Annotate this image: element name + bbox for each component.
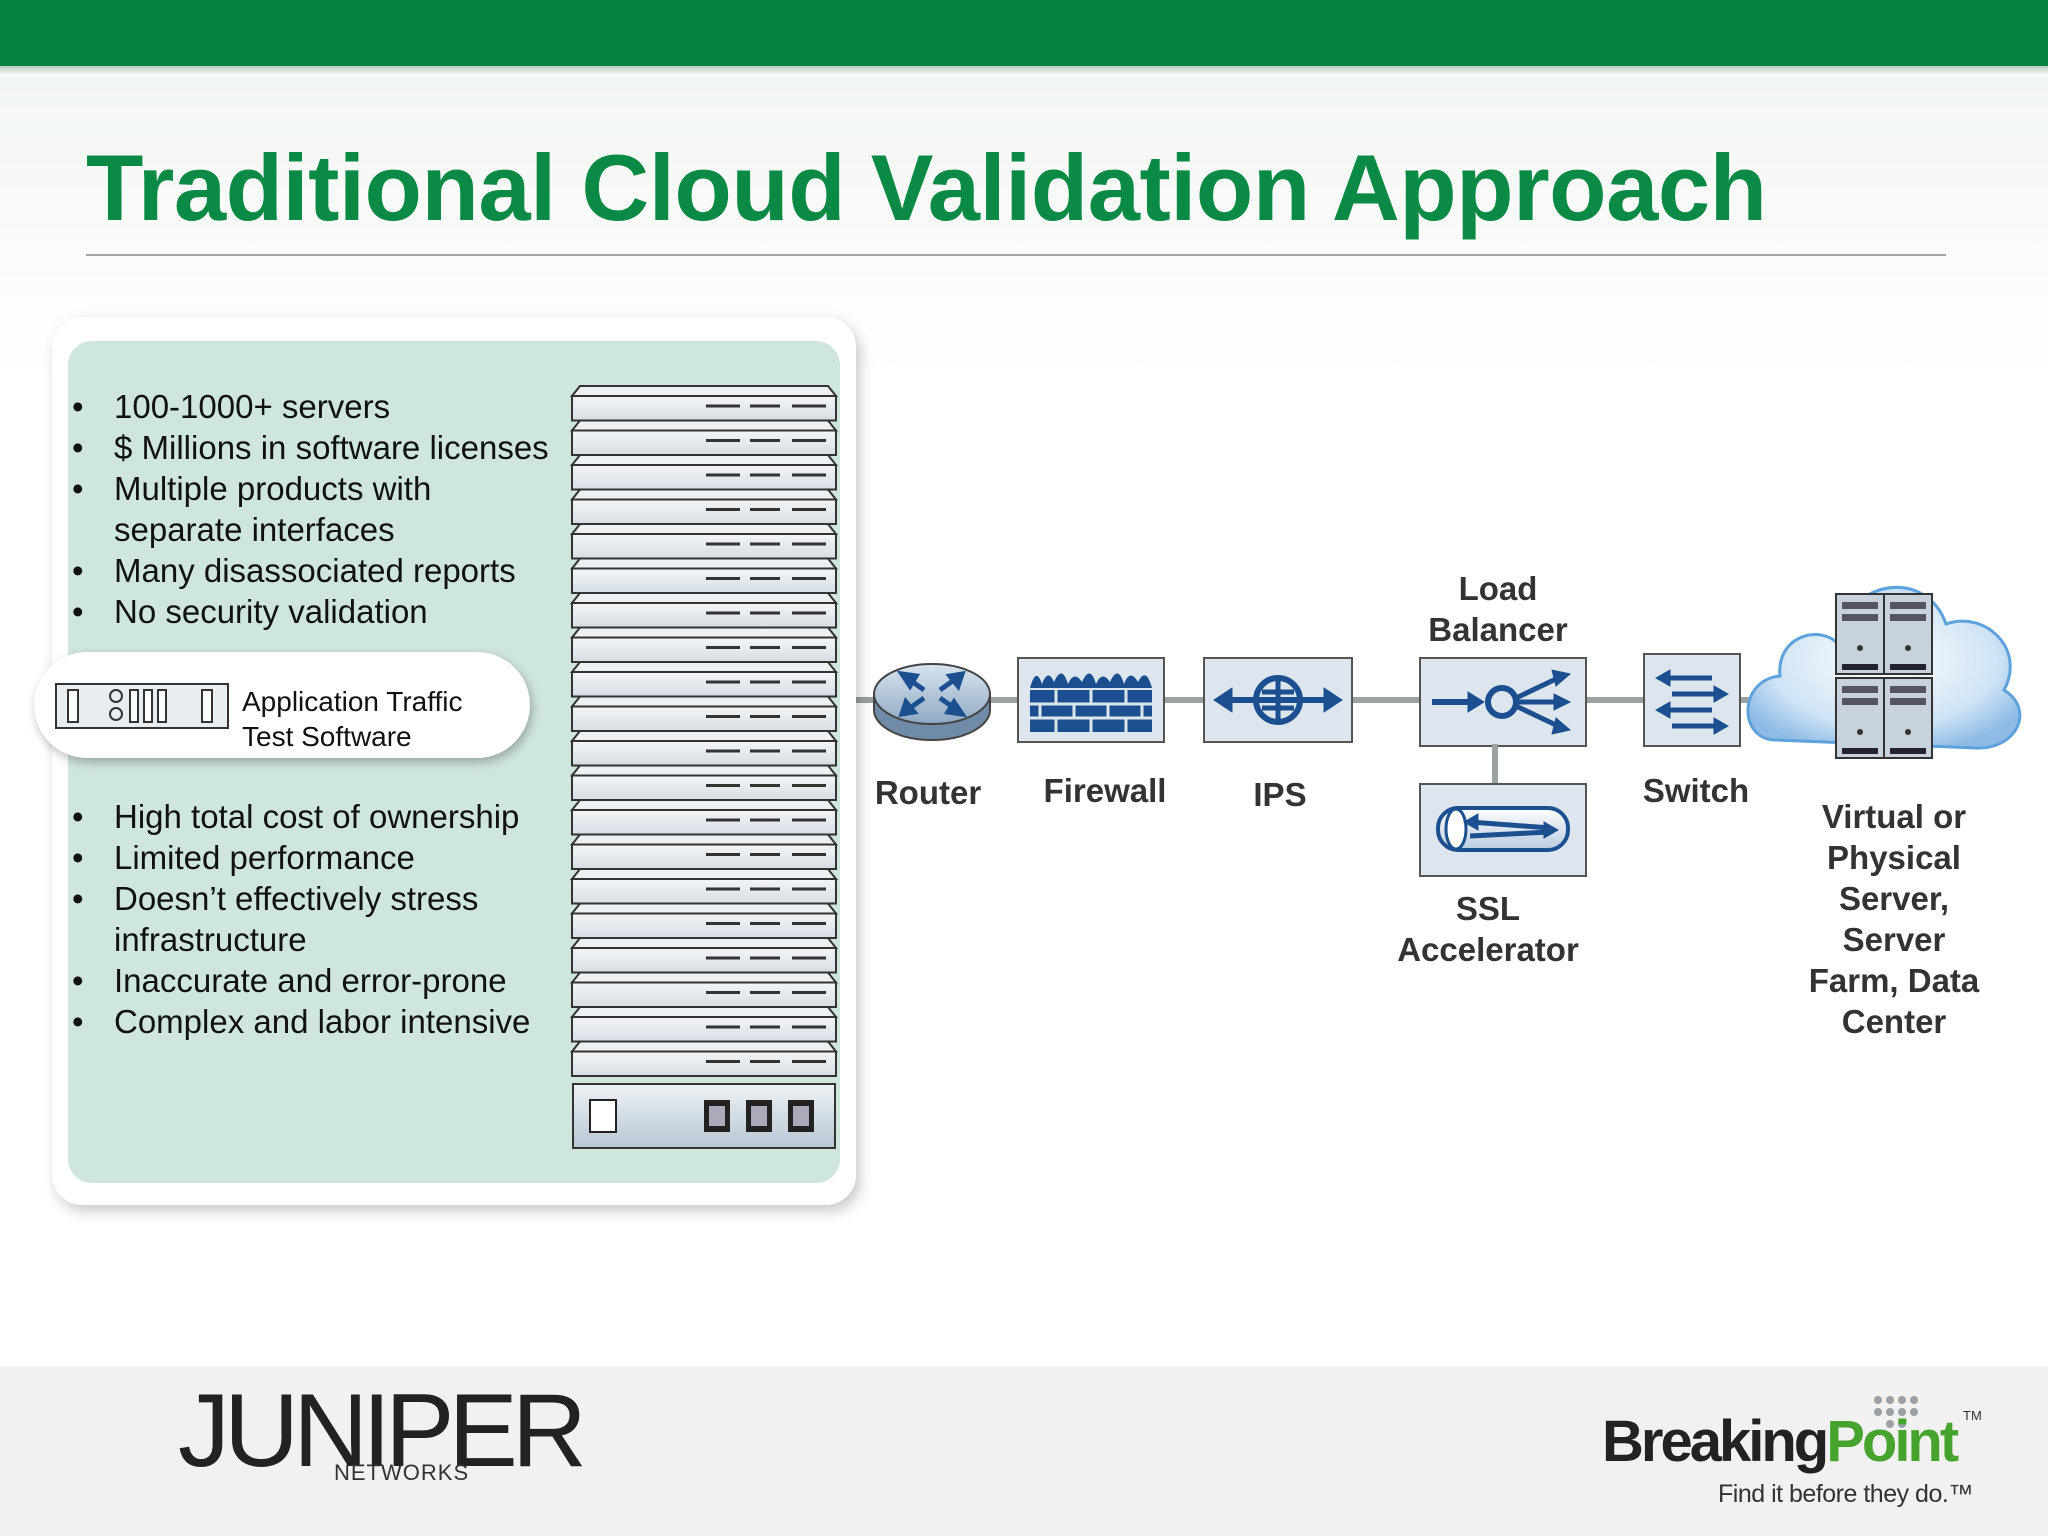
juniper-logo: JUNIPER: [178, 1373, 587, 1489]
title-divider: [86, 254, 1946, 256]
breakingpoint-logo-part1: Breaking: [1602, 1409, 1829, 1474]
rack-unit: [570, 902, 839, 939]
drawbacks-list-bottom: High total cost of ownership Limited per…: [72, 796, 634, 1042]
bullet-multiple-products: Multiple products with separate interfac…: [72, 468, 454, 550]
rack-unit: [570, 592, 839, 629]
breakingpoint-trademark: TM: [1963, 1408, 1982, 1423]
switch-icon: [1643, 653, 1741, 747]
rack-unit: [570, 1040, 839, 1077]
server-rack-stack-icon: [570, 385, 839, 1149]
rack-unit: [570, 523, 839, 560]
switch-label: Switch: [1642, 772, 1750, 809]
ssl-accelerator-label: SSL Accelerator: [1397, 890, 1579, 968]
top-brand-bar: [0, 0, 2048, 66]
router-label: Router: [874, 774, 982, 811]
ssl-accelerator-icon: [1419, 783, 1587, 877]
ips-icon: [1203, 657, 1353, 743]
bullet-stress: Doesn’t effectively stress infrastructur…: [72, 878, 534, 960]
load-balancer-icon: [1419, 657, 1587, 747]
test-appliance-icon: [55, 683, 229, 729]
rack-unit: [570, 488, 839, 525]
page-title: Traditional Cloud Validation Approach: [86, 135, 1767, 240]
bullet-licenses: $ Millions in software licenses: [72, 427, 634, 468]
rack-unit: [570, 557, 839, 594]
load-balancer-label: Load Balancer: [1428, 570, 1568, 648]
rack-unit: [570, 626, 839, 663]
rack-unit: [570, 799, 839, 836]
bullet-servers: 100-1000+ servers: [72, 386, 634, 427]
rack-unit: [570, 695, 839, 732]
lb-to-ssl-connector: [1492, 744, 1498, 784]
network-connector-line: [530, 697, 1840, 703]
bullet-inaccurate: Inaccurate and error-prone: [72, 960, 634, 1001]
bullet-complex: Complex and labor intensive: [72, 1001, 634, 1042]
rack-unit: [570, 1006, 839, 1043]
rack-unit: [570, 833, 839, 870]
breakingpoint-tagline: Find it before they do.™: [1718, 1480, 1973, 1508]
breakingpoint-dots-icon: [1874, 1396, 1918, 1428]
cloud-data-center-icon: [1746, 586, 2022, 759]
firewall-label: Firewall: [1043, 772, 1167, 809]
app-traffic-label: Application Traffic Test Software: [242, 684, 463, 754]
router-icon: [873, 663, 991, 741]
rack-unit: [570, 868, 839, 905]
rack-unit: [570, 385, 839, 422]
bullet-reports: Many disassociated reports: [72, 550, 634, 591]
firewall-icon: [1017, 657, 1165, 743]
rack-unit: [570, 661, 839, 698]
rack-unit: [570, 419, 839, 456]
drawbacks-list-top: 100-1000+ servers $ Millions in software…: [72, 386, 634, 632]
app-label-line-1: Application Traffic: [242, 686, 463, 717]
rack-unit: [570, 764, 839, 801]
rack-unit: [570, 937, 839, 974]
bullet-no-security: No security validation: [72, 591, 634, 632]
breakingpoint-logo-part2: Point: [1826, 1409, 1959, 1474]
bullet-performance: Limited performance: [72, 837, 634, 878]
server-label: Virtual or Physical Server, Server Farm,…: [1808, 798, 1980, 1040]
rack-unit: [570, 454, 839, 491]
breakingpoint-logo: BreakingPoint: [1602, 1408, 1959, 1475]
rack-unit: [570, 730, 839, 767]
juniper-networks-text: NETWORKS: [334, 1460, 470, 1485]
rack-unit: [570, 971, 839, 1008]
top-bar-shadow: [0, 66, 2048, 76]
app-label-line-2: Test Software: [242, 721, 412, 752]
footer-bar: [0, 1366, 2048, 1536]
bullet-cost: High total cost of ownership: [72, 796, 634, 837]
ips-label: IPS: [1253, 776, 1307, 813]
